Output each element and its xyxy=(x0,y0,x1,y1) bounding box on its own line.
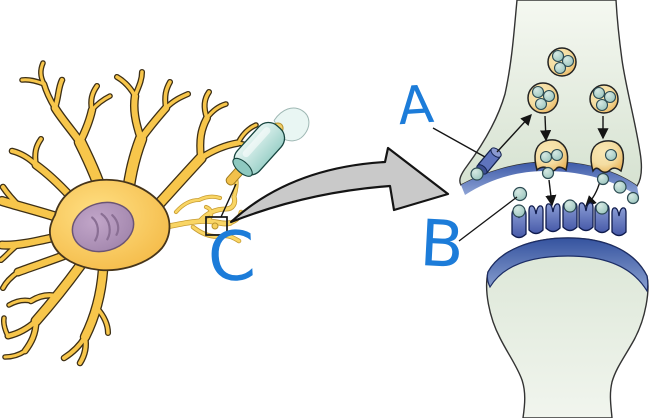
neurotransmitter-molecule xyxy=(613,180,627,194)
label-a-pointer-line xyxy=(432,127,486,158)
magnify-arrow xyxy=(229,146,450,224)
label-c: C xyxy=(205,216,258,299)
neurotransmitter-receptor xyxy=(545,203,561,233)
release-arrow xyxy=(585,180,601,207)
neurotransmitter-molecule xyxy=(626,191,640,205)
synapse-panel xyxy=(432,0,649,418)
label-a: A xyxy=(395,74,436,138)
neurotransmitter-molecule xyxy=(595,201,609,215)
neurotransmitter-receptor xyxy=(611,207,627,237)
electrode xyxy=(225,107,310,186)
synaptic-vesicle xyxy=(527,82,559,114)
neurotransmitter-molecule xyxy=(470,167,484,181)
electrode-open-end xyxy=(232,157,253,177)
fusing-vesicle xyxy=(590,140,625,173)
bound-neurotransmitters xyxy=(512,199,609,218)
label-b: B xyxy=(418,206,466,284)
neurotransmitter-receptor xyxy=(578,202,594,232)
synaptic-vesicle xyxy=(589,84,619,114)
vesicle-transport-arrow xyxy=(496,113,532,153)
neurotransmitter-receptor xyxy=(528,205,544,235)
neurotransmitter-molecule xyxy=(563,199,577,213)
neurotransmitter-molecule xyxy=(512,204,526,218)
neurotransmitters xyxy=(470,166,640,205)
electrode-highlight xyxy=(242,127,271,158)
neurotransmitter-molecule xyxy=(596,172,610,186)
release-arrow xyxy=(545,179,557,207)
presynaptic-membrane xyxy=(461,161,639,197)
inset-dot xyxy=(211,222,219,230)
nucleus xyxy=(71,201,135,253)
fusing-vesicle xyxy=(534,139,569,172)
neuron xyxy=(0,60,261,367)
inset-box xyxy=(205,216,228,236)
label-b-pointer-line xyxy=(458,196,518,242)
synaptic-vesicle xyxy=(547,47,577,77)
vesicle-transport-arrow xyxy=(539,115,552,142)
electrode-wire-line xyxy=(220,183,237,218)
postsynaptic-membrane xyxy=(486,237,649,293)
neurotransmitter-molecule xyxy=(541,166,555,180)
nucleus-texture xyxy=(91,212,120,242)
